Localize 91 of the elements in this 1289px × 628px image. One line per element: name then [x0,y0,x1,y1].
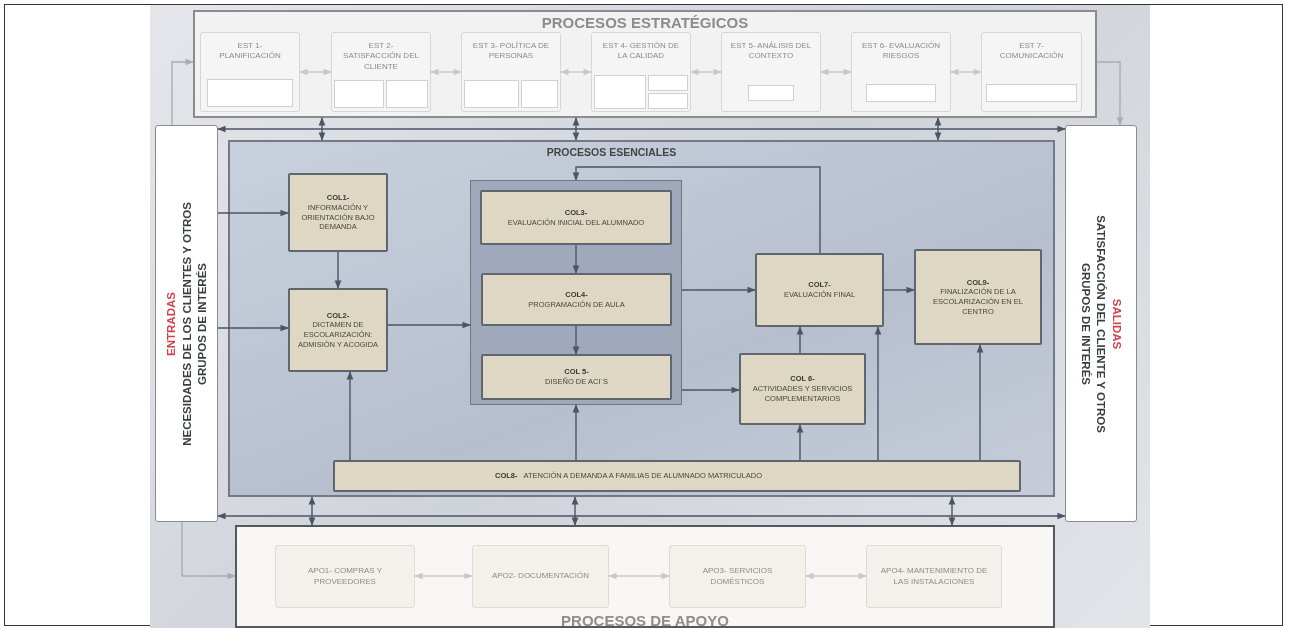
arrow [572,404,580,461]
process-box [481,273,672,326]
process-box [669,545,806,608]
sub-process-box [866,84,936,102]
arrow [950,68,982,76]
arrow [318,117,326,141]
process-box [288,288,388,372]
sub-process-box [648,75,688,91]
arrow [299,68,332,76]
process-label: APO4- MANTENIMIENTO DE LAS INSTALACIONES [879,565,989,588]
arrow [346,371,354,461]
sub-process-box [334,80,384,108]
process-label: EST 6- EVALUACIÓN RIESGOS [861,41,941,63]
process-box [721,32,821,112]
process-label: EST 2- SATISFACCIÓN DEL CLIENTE [342,41,420,73]
arrow [874,326,882,461]
side-panel [155,125,218,522]
process-box [333,460,1021,492]
process-box [755,253,884,327]
process-box [739,353,866,425]
process-box [200,32,300,112]
arrow [387,321,471,329]
arrow [948,496,956,526]
process-box [851,32,951,112]
process-box [275,545,415,608]
process-box [866,545,1002,608]
arrow [976,344,984,461]
arrow [334,251,342,289]
process-box [472,545,609,608]
sub-process-box [594,75,646,109]
band-title: PROCESOS DE APOYO [561,612,729,628]
process-box [914,249,1042,345]
band-title: PROCESOS ESENCIALES [546,146,678,158]
process-label: EST 7- COMUNICACIÓN [998,41,1065,63]
arrow [308,496,316,526]
arrow [608,572,670,580]
arrow [934,117,942,141]
arrow [883,286,915,294]
process-box [461,32,561,112]
process-band [235,525,1055,628]
sub-process-box [464,80,519,108]
process-band [193,10,1097,118]
sub-process-box [207,79,293,107]
arrow [690,68,722,76]
arrow [681,286,756,294]
sub-process-box [648,93,688,109]
band-title: PROCESOS ESTRATÉGICOS [541,14,749,31]
arrow [414,572,473,580]
process-box [480,190,672,245]
arrow [217,209,289,217]
arrow [681,386,740,394]
arrow [217,125,1066,133]
process-box [288,173,388,252]
panel-text: NECESIDADES DE LOS CLIENTES Y OTROS GRUPOS DE INTERÉS [178,200,209,448]
arrow [571,496,579,526]
process-label: EST 3- POLÍTICA DE PERSONAS [471,41,551,63]
process-label: APO1- COMPRAS Y PROVEEDORES [306,565,384,588]
arrow [796,326,804,354]
sub-process-box [521,80,558,108]
process-box [331,32,431,112]
arrow [796,424,804,461]
arrow [181,521,236,580]
panel-heading: ENTRADAS [163,291,178,356]
arrow [217,512,1066,520]
arrow [560,68,592,76]
process-band [228,140,1055,497]
arrow [805,572,867,580]
sub-process-box [386,80,428,108]
arrow [430,68,462,76]
panel-heading: SALIDAS [1110,298,1125,349]
arrow [1096,61,1124,126]
process-box [981,32,1082,112]
side-panel [1065,125,1137,522]
arrow [572,166,821,254]
arrow [572,325,580,355]
process-label: EST 5- ANÁLISIS DEL CONTEXTO [729,41,813,63]
process-label: EST 4- GESTIÓN DE LA CALIDAD [601,41,681,63]
panel-text: SATISFACCIÓN DEL CLIENTE Y OTROS GRUPOS DE INTERÉS [1079,213,1109,435]
arrow [572,244,580,274]
process-label: APO2- DOCUMENTACIÓN [491,571,590,582]
arrow [572,117,580,141]
arrow [820,68,852,76]
sub-process-box [986,84,1077,102]
arrow [171,58,194,126]
group-box [470,180,682,405]
arrow [217,324,289,332]
sub-process-box [748,85,794,101]
process-label: APO3- SERVICIOS DOMÉSTICOS [701,565,774,588]
process-box [481,354,672,400]
process-label: EST 1- PLANIFICACIÓN [218,41,282,63]
process-box [591,32,691,112]
